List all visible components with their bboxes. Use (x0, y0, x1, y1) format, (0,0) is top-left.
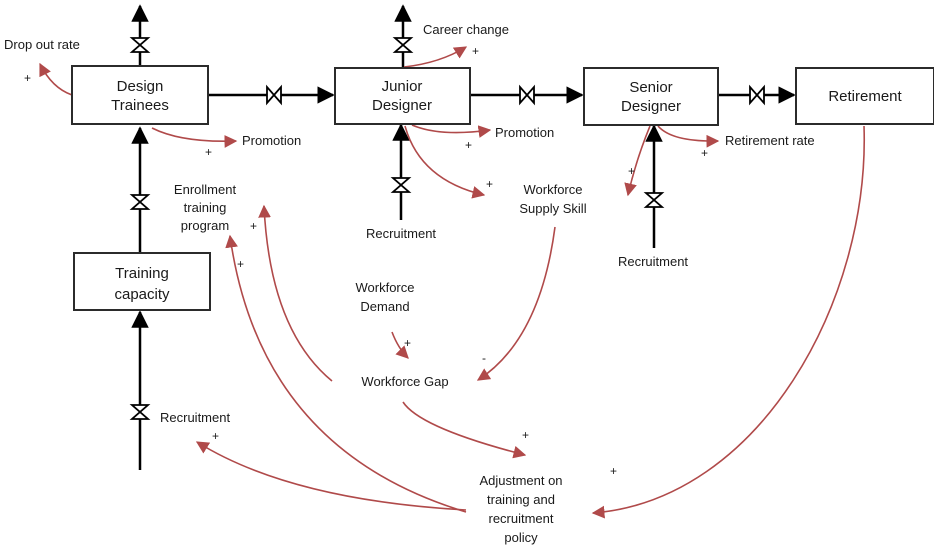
link-adjustment-to-enrollment (225, 234, 467, 513)
link-promotion-1 (151, 127, 238, 148)
svg-text:Trainees: Trainees (111, 97, 169, 114)
stock-senior-designer: Senior Designer (583, 67, 719, 126)
svg-text:Designer: Designer (621, 98, 681, 115)
link-retirement-rate (657, 125, 720, 148)
svg-text:capacity: capacity (114, 286, 170, 303)
label-adjustment-policy: Adjustment on training and recruitment p… (479, 473, 562, 545)
svg-text:Workforce: Workforce (356, 280, 415, 295)
label-recruitment-training: Recruitment (160, 410, 230, 425)
link-gap-to-enrollment (258, 204, 333, 382)
svg-text:Senior: Senior (629, 79, 672, 96)
svg-text:Demand: Demand (360, 299, 409, 314)
valve-icon (519, 84, 535, 106)
valve-icon (392, 37, 414, 53)
link-career-change (403, 46, 468, 68)
svg-text:Design: Design (117, 78, 164, 95)
link-retirement-to-adjustment (591, 125, 865, 519)
svg-text:recruitment: recruitment (488, 511, 553, 526)
svg-text:program: program (181, 218, 229, 233)
polarity-sign: + (610, 464, 617, 478)
polarity-sign: + (250, 219, 257, 233)
svg-text:Workforce: Workforce (524, 182, 583, 197)
stock-training-capacity: Training capacity (73, 252, 211, 311)
label-enrollment-training-program: Enrollment training program (174, 182, 237, 233)
link-adjustment-to-recruitment (195, 441, 467, 511)
label-promotion-1: Promotion (242, 133, 301, 148)
link-promotion-2 (411, 124, 492, 138)
valve-icon (390, 177, 412, 193)
label-workforce-supply-skill: Workforce Supply Skill (519, 182, 586, 216)
link-workforce-supply (404, 125, 486, 199)
polarity-sign: + (465, 138, 472, 152)
polarity-sign: + (212, 429, 219, 443)
link-senior-loop (624, 125, 651, 197)
label-retirement-rate: Retirement rate (725, 133, 815, 148)
label-recruitment-senior: Recruitment (618, 254, 688, 269)
svg-text:Supply Skill: Supply Skill (519, 201, 586, 216)
label-career-change: Career change (423, 22, 509, 37)
link-demand-to-gap (391, 331, 409, 359)
label-recruitment-junior: Recruitment (366, 226, 436, 241)
label-promotion-2: Promotion (495, 125, 554, 140)
polarity-sign: - (482, 351, 486, 365)
stock-retirement: Retirement (795, 67, 934, 125)
polarity-sign: + (237, 257, 244, 271)
stock-design-trainees: Design Trainees (71, 65, 209, 125)
valve-icon (749, 84, 765, 106)
polarity-sign: + (404, 336, 411, 350)
svg-text:Enrollment: Enrollment (174, 182, 237, 197)
polarity-sign: + (628, 164, 635, 178)
polarity-sign: + (701, 146, 708, 160)
valve-icon (129, 37, 151, 53)
stock-junior-designer: Junior Designer (334, 67, 471, 125)
polarity-sign: + (205, 145, 212, 159)
svg-text:Designer: Designer (372, 97, 432, 114)
svg-text:policy: policy (504, 530, 538, 545)
polarity-sign: + (24, 71, 31, 85)
polarity-sign: + (472, 44, 479, 58)
svg-text:training and: training and (487, 492, 555, 507)
svg-text:Adjustment on: Adjustment on (479, 473, 562, 488)
valve-icon (129, 404, 151, 420)
label-workforce-demand: Workforce Demand (356, 280, 415, 314)
svg-text:Retirement: Retirement (828, 88, 902, 105)
polarity-sign: + (486, 177, 493, 191)
label-workforce-gap: Workforce Gap (361, 374, 448, 389)
svg-text:Junior: Junior (382, 78, 423, 95)
link-gap-to-adjustment (402, 401, 527, 459)
polarity-sign: + (522, 428, 529, 442)
valve-icon (643, 192, 665, 208)
valve-icon (129, 194, 151, 210)
link-supply-to-gap (476, 226, 556, 381)
svg-text:training: training (184, 200, 227, 215)
svg-text:Training: Training (115, 265, 169, 282)
valve-icon (266, 84, 282, 106)
label-drop-out-rate: Drop out rate (4, 37, 80, 52)
link-drop-out (39, 62, 73, 96)
